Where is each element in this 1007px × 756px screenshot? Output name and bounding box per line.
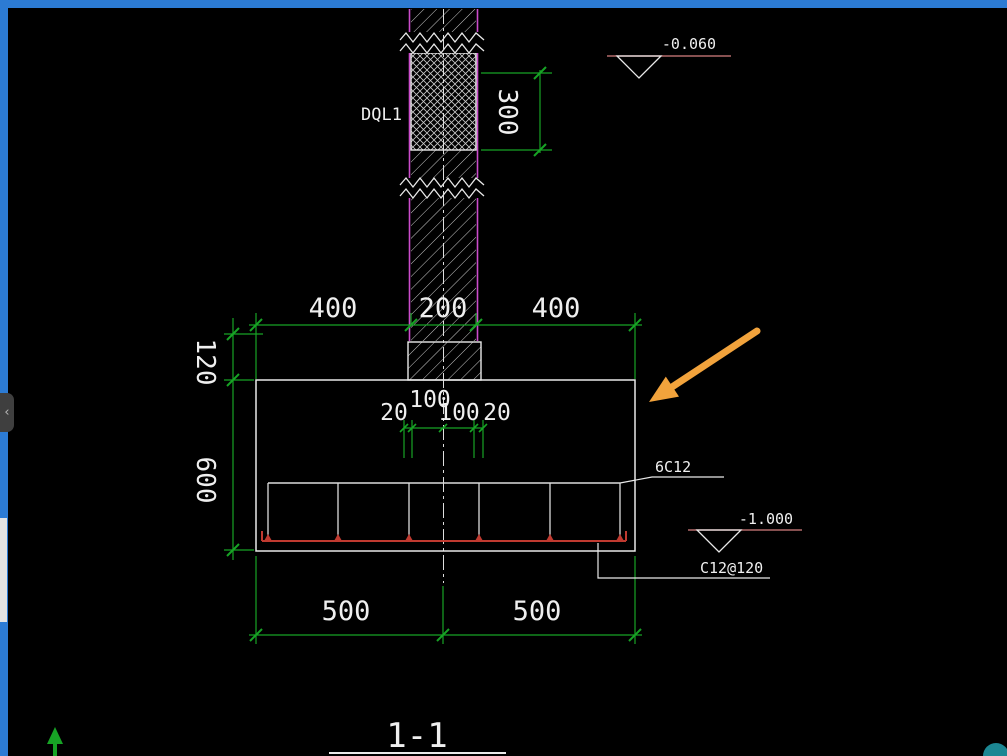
footing-rebar	[261, 482, 627, 542]
elevation-bottom-value: -1.000	[739, 510, 793, 528]
elevation-marker-bottom	[688, 529, 802, 553]
dimension-ticks	[226, 66, 642, 642]
top-rebar-label: 6C12	[655, 458, 691, 476]
background-window-edge	[0, 518, 7, 622]
elevation-top-value: -0.060	[662, 35, 716, 53]
dim-left-upper: 120	[190, 339, 220, 386]
annotation-arrow	[649, 327, 761, 402]
ucs-axis-icon	[47, 727, 63, 756]
dim-top-mid: 200	[419, 293, 468, 324]
column-stub-outline	[407, 341, 482, 381]
dim-cover-left: 20	[380, 400, 408, 426]
bottom-rebar-line	[261, 531, 627, 542]
dim-top-right: 400	[532, 293, 581, 324]
chevron-left-icon: ‹	[3, 405, 11, 420]
wall-edge-lines	[408, 9, 479, 341]
section-title: 1-1	[386, 716, 447, 756]
window-left-edge	[0, 0, 8, 756]
dim-bottom-left: 500	[322, 596, 371, 627]
dim-beam-height: 300	[492, 89, 522, 136]
window-top-edge	[0, 0, 1007, 8]
dim-inner-right: 100	[438, 400, 480, 426]
rebar-leaders	[597, 476, 770, 579]
elevation-marker-top	[607, 55, 731, 79]
dim-top-left: 400	[309, 293, 358, 324]
dim-cover-right: 20	[483, 400, 511, 426]
dimensions	[224, 66, 642, 644]
dim-left-lower: 600	[190, 457, 220, 504]
sidebar-collapse-tab[interactable]: ‹	[0, 393, 14, 432]
rebar-marks	[264, 534, 624, 541]
corner-badge-button[interactable]	[983, 743, 1007, 756]
dim-bottom-right: 500	[513, 596, 562, 627]
bottom-rebar-label: C12@120	[700, 559, 763, 577]
dim-inner-left: 100	[409, 387, 451, 413]
footing-outline	[255, 379, 636, 552]
beam-label: DQL1	[361, 105, 402, 125]
